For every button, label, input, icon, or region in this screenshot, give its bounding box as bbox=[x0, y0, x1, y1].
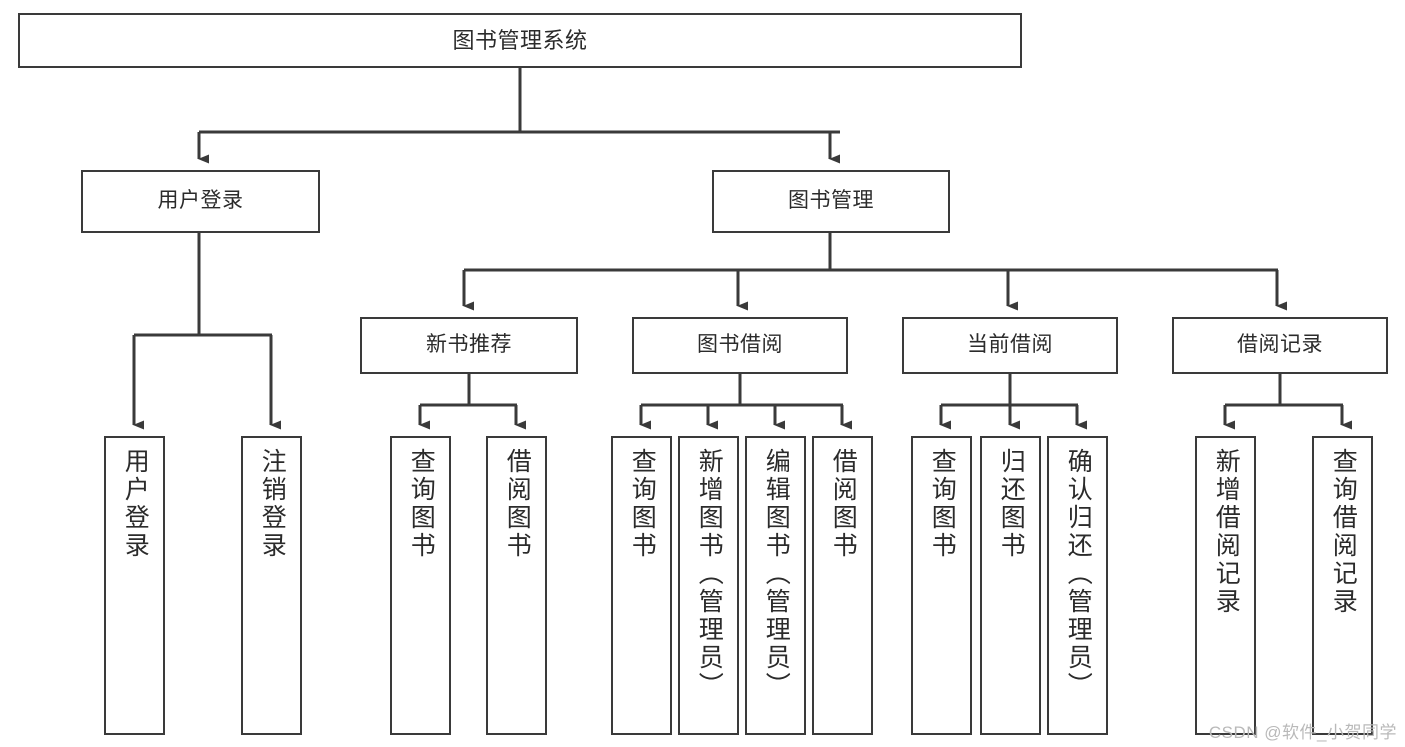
node-label: 确认归还（管理员） bbox=[1064, 448, 1093, 700]
node-label: 查询图书 bbox=[628, 448, 657, 560]
leaf-query-borrow-record[interactable]: 查询借阅记录 bbox=[1312, 436, 1373, 735]
node-label: 查询借阅记录 bbox=[1329, 448, 1358, 616]
node-label: 编辑图书（管理员） bbox=[762, 448, 791, 700]
leaf-query-book-current[interactable]: 查询图书 bbox=[911, 436, 972, 735]
node-label: 新增借阅记录 bbox=[1212, 448, 1241, 616]
leaf-add-borrow-record[interactable]: 新增借阅记录 bbox=[1195, 436, 1256, 735]
leaf-borrow-book-recommend[interactable]: 借阅图书 bbox=[486, 436, 547, 735]
node-label: 新书推荐 bbox=[426, 333, 512, 357]
node-label: 借阅记录 bbox=[1237, 333, 1323, 357]
leaf-return-book[interactable]: 归还图书 bbox=[980, 436, 1041, 735]
leaf-add-book-admin[interactable]: 新增图书（管理员） bbox=[678, 436, 739, 735]
node-current-borrow[interactable]: 当前借阅 bbox=[902, 317, 1118, 374]
leaf-logout-login[interactable]: 注销登录 bbox=[241, 436, 302, 735]
leaf-confirm-return-admin[interactable]: 确认归还（管理员） bbox=[1047, 436, 1108, 735]
node-label: 用户登录 bbox=[121, 448, 150, 560]
node-label: 查询图书 bbox=[407, 448, 436, 560]
leaf-query-book-borrow[interactable]: 查询图书 bbox=[611, 436, 672, 735]
node-label: 查询图书 bbox=[928, 448, 957, 560]
node-label: 图书借阅 bbox=[697, 333, 783, 357]
node-label: 图书管理 bbox=[788, 189, 874, 213]
node-label: 借阅图书 bbox=[829, 448, 858, 560]
node-label: 用户登录 bbox=[157, 189, 244, 213]
leaf-borrow-book[interactable]: 借阅图书 bbox=[812, 436, 873, 735]
node-borrow-record[interactable]: 借阅记录 bbox=[1172, 317, 1388, 374]
node-label: 借阅图书 bbox=[503, 448, 532, 560]
leaf-user-login[interactable]: 用户登录 bbox=[104, 436, 165, 735]
node-label: 当前借阅 bbox=[967, 333, 1053, 357]
node-root-book-management-system[interactable]: 图书管理系统 bbox=[18, 13, 1022, 68]
leaf-edit-book-admin[interactable]: 编辑图书（管理员） bbox=[745, 436, 806, 735]
node-label: 新增图书（管理员） bbox=[695, 448, 724, 700]
node-label: 归还图书 bbox=[997, 448, 1026, 560]
node-book-borrow[interactable]: 图书借阅 bbox=[632, 317, 848, 374]
leaf-query-book-recommend[interactable]: 查询图书 bbox=[390, 436, 451, 735]
node-label: 图书管理系统 bbox=[452, 27, 588, 53]
node-label: 注销登录 bbox=[258, 448, 287, 560]
node-new-book-recommend[interactable]: 新书推荐 bbox=[360, 317, 578, 374]
node-book-management[interactable]: 图书管理 bbox=[712, 170, 950, 233]
node-user-login[interactable]: 用户登录 bbox=[81, 170, 320, 233]
